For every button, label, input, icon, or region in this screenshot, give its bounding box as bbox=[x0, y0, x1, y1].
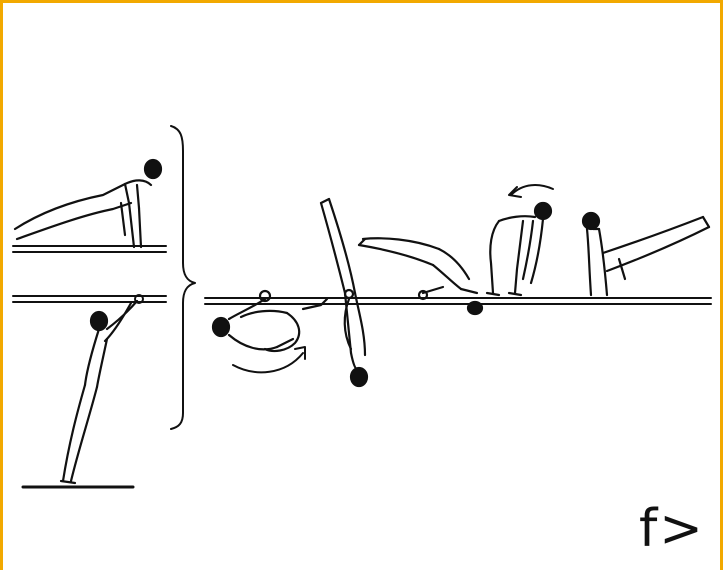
layout-figure bbox=[359, 238, 482, 314]
rotation-arrow-lower bbox=[233, 353, 303, 372]
front-support-figure bbox=[15, 160, 161, 247]
gymnastics-illustration bbox=[3, 3, 723, 570]
brace-bracket bbox=[171, 126, 195, 429]
inverted-figure bbox=[321, 199, 367, 386]
support-v-figure bbox=[583, 213, 709, 295]
main-bar bbox=[205, 298, 711, 304]
corner-label: f> bbox=[639, 503, 705, 555]
left-lower-bar bbox=[13, 295, 166, 303]
standing-figure bbox=[487, 203, 551, 295]
tuck-roll-figure bbox=[213, 291, 327, 351]
left-upper-bar bbox=[13, 246, 166, 252]
hanging-figure bbox=[61, 301, 137, 483]
